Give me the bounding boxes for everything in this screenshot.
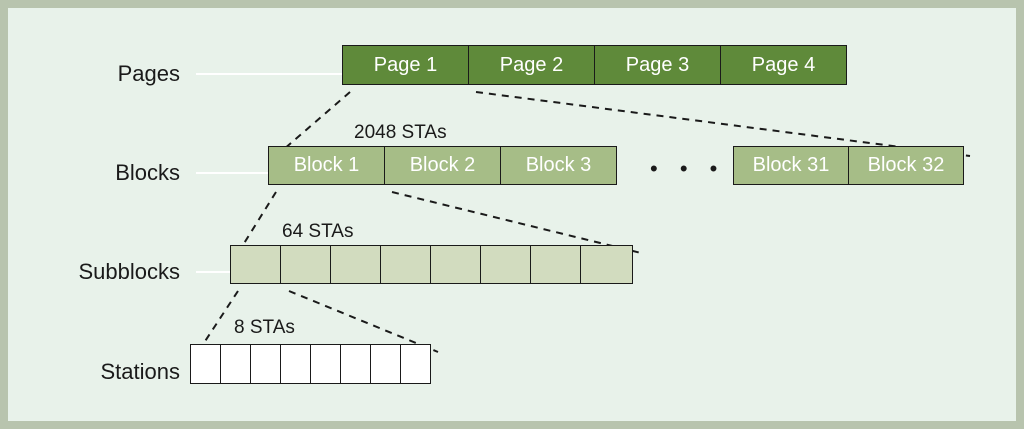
subblock-cell: [430, 245, 481, 284]
page-zoom-right-line: [475, 91, 971, 157]
connector-lines: [196, 73, 971, 353]
subblock-cell: [330, 245, 381, 284]
page-box: Page 4: [720, 45, 847, 85]
block-size-annotation: 2048 STAs: [354, 122, 447, 143]
block-box: Block 1: [268, 146, 385, 185]
station-cell: [190, 344, 221, 384]
block-box: Block 32: [848, 146, 964, 185]
block-zoom-left-line: [237, 191, 277, 254]
block-box: Block 2: [384, 146, 501, 185]
station-cell: [220, 344, 251, 384]
station-cell: [370, 344, 401, 384]
block-zoom-right-line: [391, 191, 642, 254]
page-zoom-left-line: [275, 91, 351, 157]
station-cell: [340, 344, 371, 384]
station-cell: [280, 344, 311, 384]
block-box: Block 31: [733, 146, 849, 185]
block-box: Block 3: [500, 146, 617, 185]
subblock-cell: [380, 245, 431, 284]
station-cell: [400, 344, 431, 384]
page-box: Page 2: [468, 45, 595, 85]
ellipsis: • • •: [650, 156, 726, 181]
subblock-cell: [280, 245, 331, 284]
subblock-zoom-right-line: [288, 290, 439, 353]
stations-row-label: Stations: [100, 359, 181, 384]
pages-row-label: Pages: [117, 61, 180, 86]
subblock-cell: [530, 245, 581, 284]
station-cell: [250, 344, 281, 384]
page-box: Page 3: [594, 45, 721, 85]
subblock-size-annotation: 64 STAs: [282, 221, 354, 242]
station-size-annotation: 8 STAs: [234, 317, 295, 338]
page-box: Page 1: [342, 45, 469, 85]
blocks-row-label: Blocks: [115, 160, 180, 185]
subblock-cell: [230, 245, 281, 284]
subblock-zoom-left-line: [197, 290, 239, 353]
subblock-cell: [480, 245, 531, 284]
station-cell: [310, 344, 341, 384]
subblock-cell: [580, 245, 633, 284]
subblocks-row-label: Subblocks: [78, 259, 180, 284]
